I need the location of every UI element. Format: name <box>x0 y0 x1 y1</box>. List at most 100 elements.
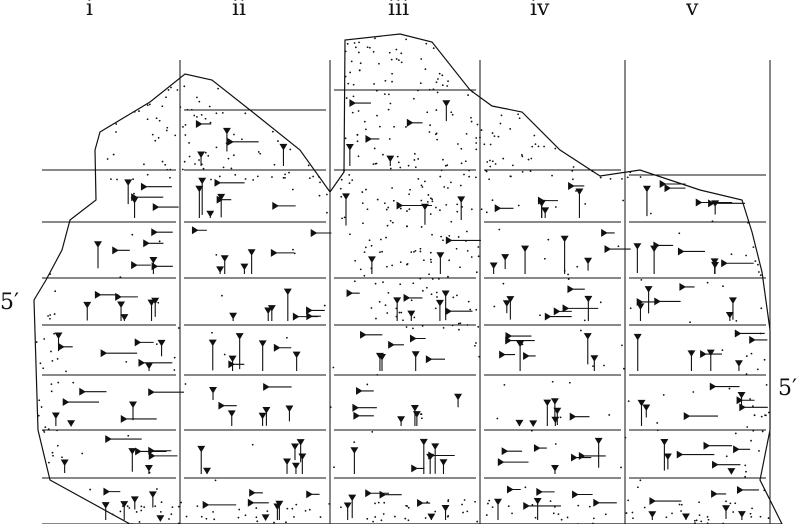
wedge-sign <box>505 336 535 345</box>
wedge-sign <box>216 266 225 274</box>
wedge-sign <box>489 262 498 274</box>
wedge-sign <box>105 435 142 444</box>
wedge-sign <box>197 151 206 166</box>
wedge-sign <box>120 414 157 423</box>
wedge-sign <box>543 399 552 426</box>
wedge-sign <box>264 307 273 321</box>
column-label-i: i <box>86 0 94 21</box>
wedge-sign <box>711 200 720 215</box>
wedge-sign <box>67 420 76 427</box>
wedge-sign <box>272 201 296 210</box>
wedge-sign <box>584 295 593 321</box>
wedge-sign <box>722 505 730 519</box>
wedge-sign <box>419 438 428 474</box>
wedge-sign <box>140 182 172 191</box>
wedge-sign <box>584 257 593 271</box>
wedge-sign <box>62 398 99 407</box>
wedge-sign <box>296 439 305 463</box>
wedge-sign <box>562 304 599 313</box>
wedge-sign <box>151 228 173 237</box>
wedge-sign <box>208 339 217 371</box>
wedge-sign <box>553 407 562 426</box>
wedge-sign <box>156 515 165 522</box>
wedge-sign <box>711 261 719 274</box>
wedge-sign <box>654 297 681 306</box>
wedge-sign <box>79 387 107 396</box>
wedge-sign <box>350 447 359 474</box>
wedge-sign <box>348 494 357 519</box>
wedge-sign <box>733 445 751 454</box>
wedge-sign <box>604 245 631 254</box>
wedge-sign <box>721 259 754 268</box>
wedge-sign <box>247 498 269 507</box>
wedge-sign <box>725 312 734 321</box>
wedge-sign <box>273 503 282 520</box>
wedge-sign <box>352 403 377 412</box>
wedge-sign <box>502 300 511 314</box>
wedge-sign <box>124 179 133 205</box>
wedge-sign <box>407 310 416 321</box>
wedge-sign <box>206 210 215 218</box>
wedge-sign <box>636 303 645 321</box>
wedge-sign <box>83 301 92 321</box>
wedge-sign <box>681 513 690 521</box>
wedge-sign <box>306 490 320 499</box>
wedge-sign <box>144 465 153 474</box>
wedge-sign <box>258 412 267 426</box>
wedge-sign <box>593 498 617 507</box>
wedge-sign <box>411 351 420 371</box>
wedge-sign <box>445 236 481 245</box>
wedge-sign <box>633 333 642 371</box>
wedge-sign <box>306 306 325 315</box>
wedge-sign <box>378 354 386 371</box>
wedge-sign <box>157 339 166 357</box>
wedge-sign <box>412 411 421 426</box>
wedge-sign <box>706 349 715 371</box>
wedge-sign <box>727 468 736 475</box>
wedge-sign <box>633 243 642 274</box>
wedge-sign <box>439 459 448 474</box>
column-label-iv: iv <box>530 0 550 21</box>
wedge-sign <box>403 293 423 302</box>
wedge-sign <box>222 127 231 152</box>
wedge-sign <box>270 248 295 257</box>
wedge-sign <box>494 498 502 520</box>
wedge-sign <box>601 228 615 237</box>
wedge-sign <box>711 489 727 498</box>
wedge-sign <box>151 262 173 271</box>
wedge-sign <box>523 501 562 510</box>
wedge-sign <box>120 314 129 321</box>
cuneiform-signs <box>51 99 768 522</box>
wedge-sign <box>708 199 746 208</box>
wedge-sign <box>411 464 425 473</box>
wedge-sign <box>143 239 164 248</box>
wedge-sign <box>445 307 473 316</box>
wedge-sign <box>388 340 404 349</box>
column-label-iii: iii <box>388 0 410 21</box>
wedge-sign <box>660 439 669 471</box>
wedge-sign <box>435 299 444 321</box>
wedge-sign <box>148 491 157 508</box>
wedge-sign <box>728 297 737 320</box>
wedge-sign <box>342 193 350 226</box>
wedge-sign <box>285 405 294 422</box>
wedge-sign <box>590 355 599 371</box>
wedge-sign <box>393 297 402 321</box>
wedge-sign <box>298 453 307 474</box>
wedge-sign <box>507 485 521 494</box>
wedge-sign <box>262 407 271 426</box>
wedge-sign <box>291 443 299 461</box>
column-label-v: v <box>686 0 699 21</box>
wedge-sign <box>544 312 572 321</box>
wedge-sign <box>494 204 514 213</box>
wedge-sign <box>521 245 530 274</box>
wedge-sign <box>594 437 603 468</box>
wedge-sign <box>379 490 402 499</box>
wedge-sign <box>151 297 160 317</box>
wedge-sign <box>736 396 755 405</box>
wedge-sign <box>505 332 532 341</box>
wedge-sign <box>128 448 137 472</box>
wedge-sign <box>523 352 536 360</box>
wedge-sign <box>279 143 288 166</box>
wedge-sign <box>457 196 466 221</box>
